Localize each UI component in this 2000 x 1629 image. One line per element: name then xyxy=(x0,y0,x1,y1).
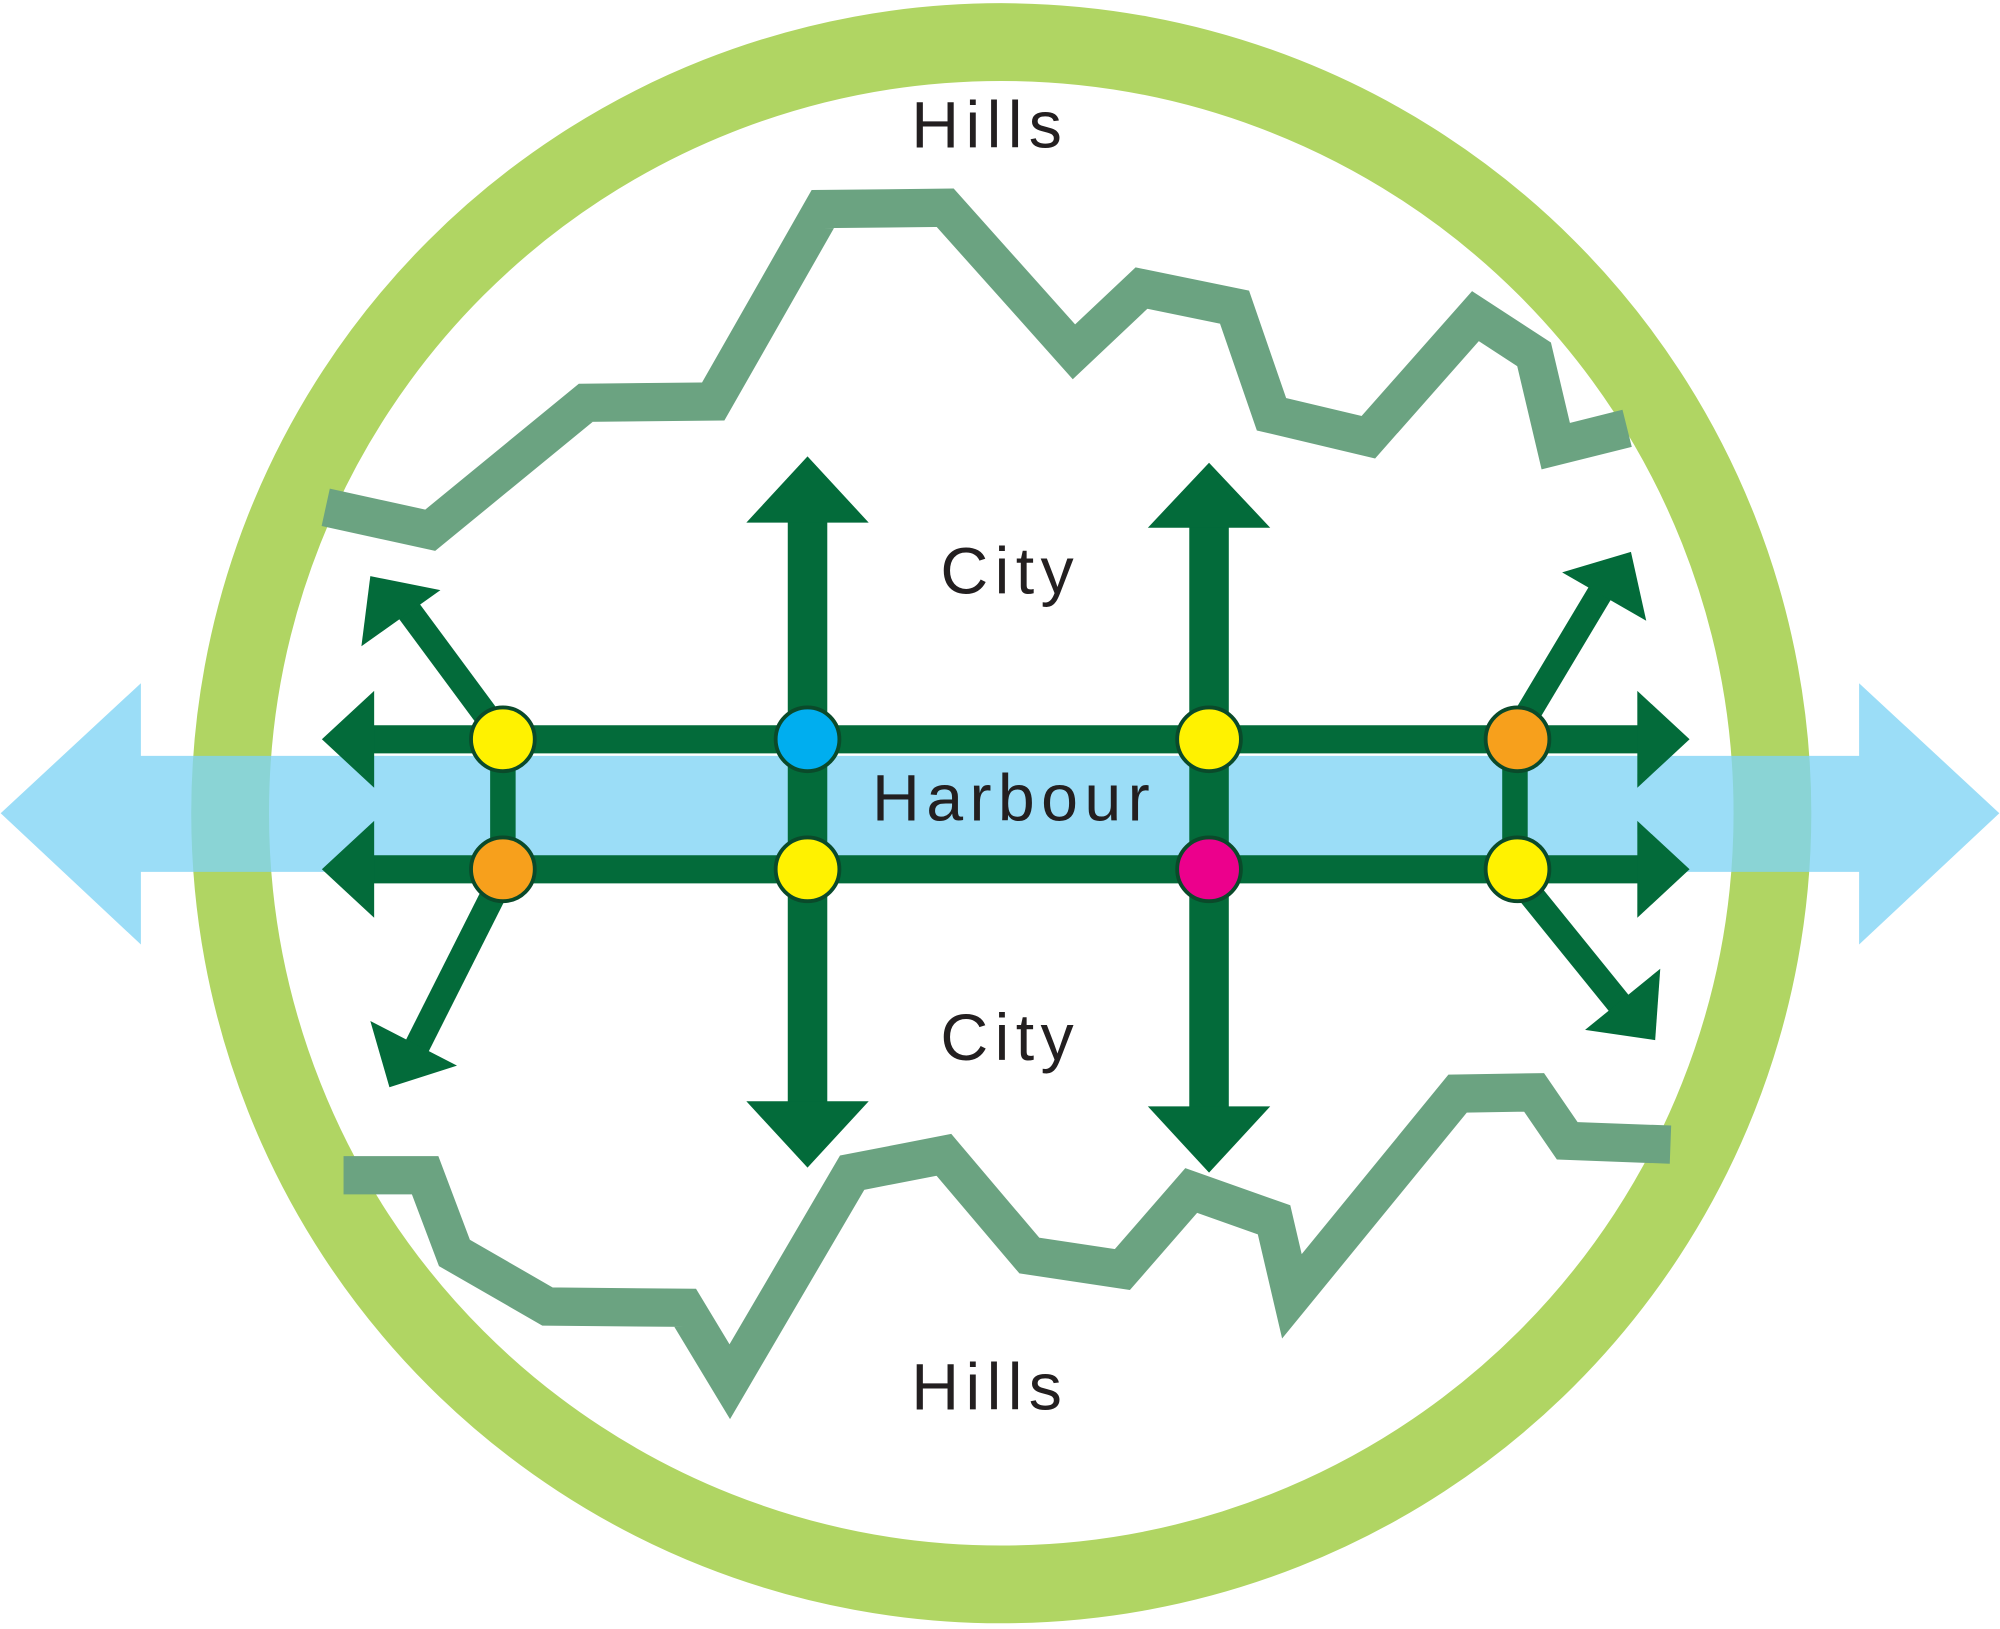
arrow-head-down-icon xyxy=(746,1101,869,1168)
node-blue xyxy=(773,705,842,774)
arrow-head-ne-icon xyxy=(1562,551,1647,621)
road-diagonal-sw xyxy=(399,880,510,1064)
node-orange xyxy=(469,835,537,904)
arrow-head-right-icon xyxy=(1637,820,1690,918)
arrow-head-nw-icon xyxy=(361,576,441,647)
arrow-head-se-icon xyxy=(1585,968,1661,1041)
road-diagonal-ne xyxy=(1512,570,1621,727)
node-magenta xyxy=(1175,835,1243,904)
arrow-head-right-icon xyxy=(1637,690,1690,788)
road-diagonal-nw xyxy=(388,588,496,722)
hills-boundary-bottom xyxy=(343,1073,1672,1420)
arrow-head-left-icon xyxy=(321,690,375,788)
node-orange xyxy=(1483,705,1552,774)
label-harbour: Harbour xyxy=(872,762,1156,836)
label-hills-top: Hills xyxy=(911,89,1068,163)
arrow-head-left-icon xyxy=(321,820,375,918)
arrow-head-up-icon xyxy=(746,456,869,523)
node-yellow xyxy=(1175,705,1243,774)
node-yellow xyxy=(469,705,537,774)
harbour-band xyxy=(0,683,2000,945)
arrow-head-up-icon xyxy=(1147,462,1271,528)
arrow-head-down-icon xyxy=(1147,1106,1271,1173)
node-yellow xyxy=(1483,835,1552,904)
label-city-bottom: City xyxy=(940,1001,1080,1075)
label-city-top: City xyxy=(940,535,1080,609)
arrow-head-sw-icon xyxy=(370,1020,457,1088)
node-yellow xyxy=(773,835,842,904)
road-network xyxy=(321,456,1690,1173)
label-hills-bottom: Hills xyxy=(911,1350,1068,1424)
road-diagonal-se xyxy=(1513,877,1638,1022)
interchange-nodes xyxy=(469,705,1552,904)
hills-boundary-top xyxy=(321,188,1632,551)
